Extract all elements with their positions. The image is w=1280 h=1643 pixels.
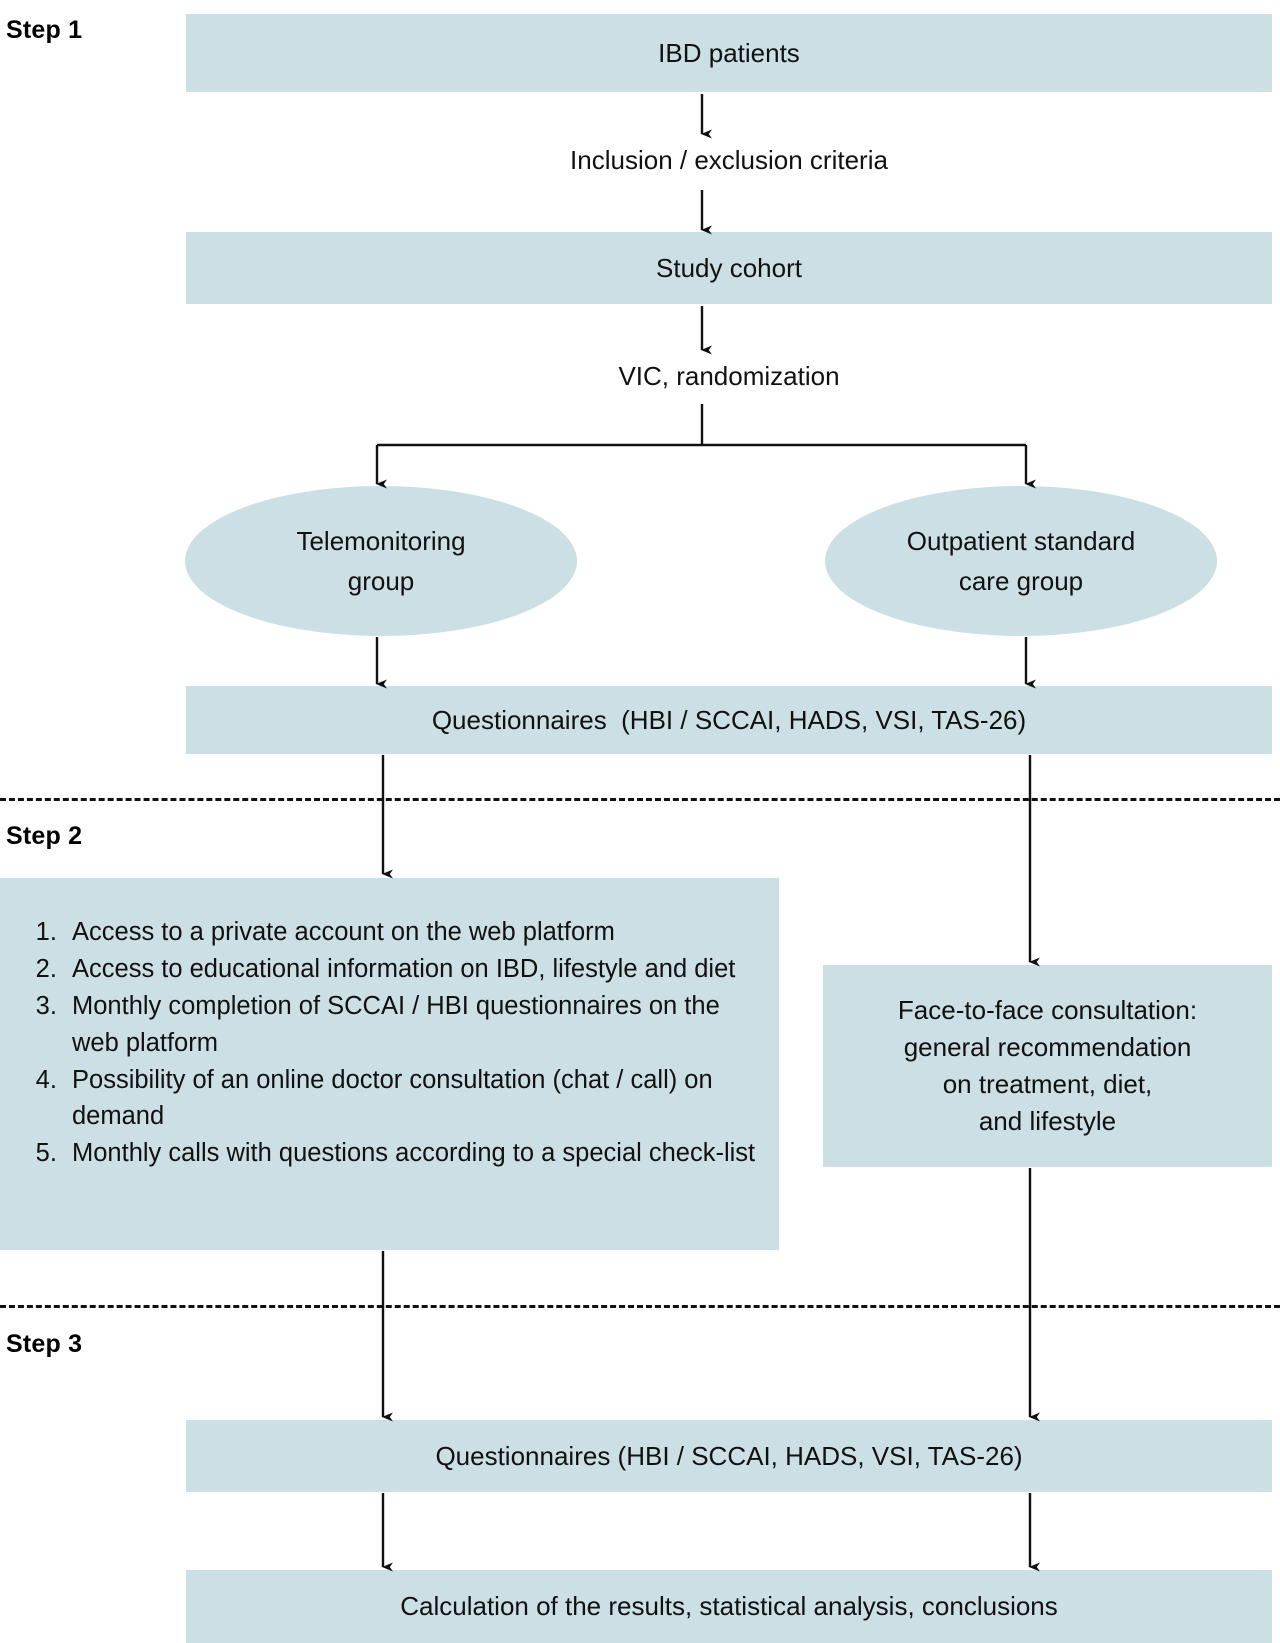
node-questionnaires-step1-text: Questionnaires (HBI / SCCAI, HADS, VSI, …	[431, 704, 1027, 735]
node-calculation-results-text: Calculation of the results, statistical …	[400, 1591, 1058, 1622]
list-item: Access to a private account on the web p…	[64, 914, 761, 950]
node-inclusion-criteria-text: Inclusion / exclusion criteria	[570, 145, 888, 175]
step-divider-1	[0, 798, 1280, 801]
face-to-face-line-4: and lifestyle	[978, 1105, 1117, 1136]
node-inclusion-criteria: Inclusion / exclusion criteria	[186, 145, 1272, 176]
node-outpatient-group-text: Outpatient standard care group	[907, 521, 1135, 602]
list-item: Possibility of an online doctor consulta…	[64, 1062, 761, 1134]
face-to-face-line-1: Face-to-face consultation:	[897, 995, 1198, 1026]
step-divider-2	[0, 1305, 1280, 1308]
node-telemonitoring-interventions: Access to a private account on the web p…	[0, 878, 779, 1250]
telemonitoring-line-2: group	[347, 566, 415, 596]
node-questionnaires-step3-text: Questionnaires (HBI / SCCAI, HADS, VSI, …	[435, 1440, 1023, 1471]
list-item: Monthly calls with questions according t…	[64, 1135, 761, 1171]
face-to-face-line-2: general recommendation	[903, 1032, 1192, 1063]
node-telemonitoring-group-text: Telemonitoring group	[296, 521, 465, 602]
node-study-cohort-text: Study cohort	[656, 252, 802, 283]
node-ibd-patients: IBD patients	[186, 14, 1272, 92]
outpatient-line-1: Outpatient standard	[906, 525, 1136, 556]
node-vic-randomization-text: VIC, randomization	[618, 361, 840, 391]
node-questionnaires-step3: Questionnaires (HBI / SCCAI, HADS, VSI, …	[186, 1420, 1272, 1492]
node-vic-randomization: VIC, randomization	[186, 361, 1272, 392]
list-item: Access to educational information on IBD…	[64, 951, 761, 987]
node-ibd-patients-text: IBD patients	[658, 37, 800, 68]
telemonitoring-interventions-list: Access to a private account on the web p…	[26, 914, 761, 1171]
node-outpatient-standard-care-group: Outpatient standard care group	[825, 486, 1217, 636]
step-1-label: Step 1	[6, 16, 83, 44]
node-telemonitoring-group: Telemonitoring group	[185, 486, 577, 636]
step-2-label: Step 2	[6, 822, 83, 850]
node-questionnaires-step1: Questionnaires (HBI / SCCAI, HADS, VSI, …	[186, 686, 1272, 754]
node-calculation-results: Calculation of the results, statistical …	[186, 1570, 1272, 1643]
telemonitoring-line-1: Telemonitoring	[296, 525, 466, 556]
node-face-to-face-consultation: Face-to-face consultation: general recom…	[823, 965, 1272, 1167]
step-3-label: Step 3	[6, 1330, 83, 1358]
outpatient-line-2: care group	[958, 566, 1084, 596]
node-face-to-face-text: Face-to-face consultation: general recom…	[898, 992, 1197, 1140]
node-study-cohort: Study cohort	[186, 232, 1272, 304]
list-item: Monthly completion of SCCAI / HBI questi…	[64, 988, 761, 1060]
face-to-face-line-3: on treatment, diet,	[942, 1069, 1153, 1099]
